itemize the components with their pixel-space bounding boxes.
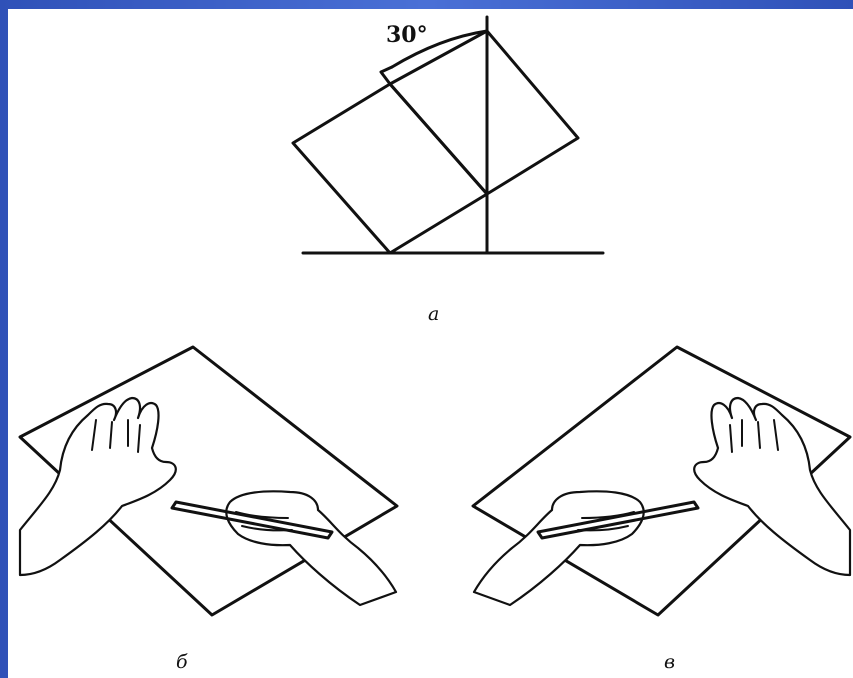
corner-tick bbox=[379, 65, 394, 86]
left-hand-fingers-b bbox=[91, 419, 141, 453]
angle-label: 30° bbox=[386, 22, 428, 48]
caption-a: а bbox=[428, 303, 439, 325]
diagram-c bbox=[471, 345, 852, 617]
right-hand-c bbox=[693, 396, 852, 577]
caption-b: б bbox=[176, 651, 188, 673]
rectangle-right bbox=[388, 29, 580, 196]
angle-arc bbox=[390, 29, 489, 69]
caption-c: в bbox=[664, 651, 675, 673]
right-hand-fingers-c bbox=[729, 419, 779, 453]
rectangle-left bbox=[291, 82, 489, 255]
diagram-b: б bbox=[18, 345, 399, 673]
diagram-a: 30° а bbox=[291, 15, 605, 325]
pencil-c bbox=[536, 500, 700, 540]
pencil-b bbox=[170, 500, 334, 540]
left-hand-b bbox=[18, 396, 177, 577]
